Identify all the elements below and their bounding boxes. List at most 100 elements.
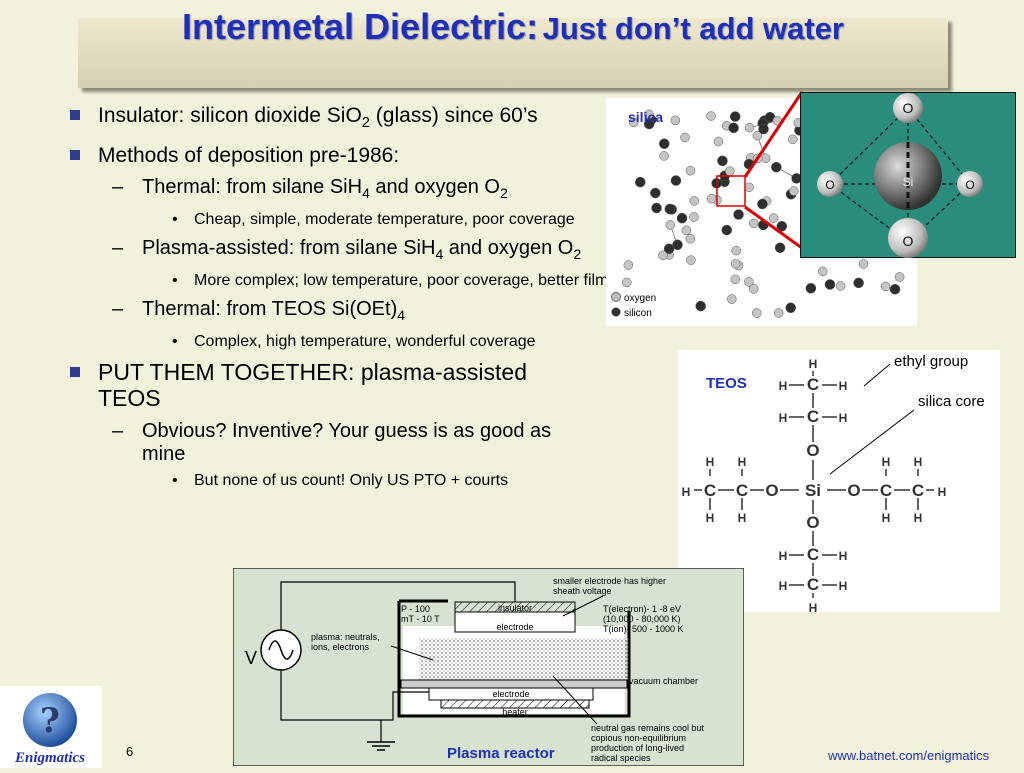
silicon-legend-label: silicon xyxy=(624,308,652,319)
oxygen-atom xyxy=(835,281,846,291)
oxygen-atom xyxy=(685,233,696,244)
oxygen-atom xyxy=(706,193,717,204)
oxygen-atom xyxy=(713,136,724,147)
slide-title: Intermetal Dielectric: Just don’t add wa… xyxy=(78,9,948,52)
oxygen-atom xyxy=(748,218,759,229)
top-electrode xyxy=(454,611,576,633)
atom-h: H xyxy=(738,455,747,469)
silicon-atom xyxy=(733,209,744,220)
oxygen-legend-dot xyxy=(611,292,621,302)
atom-c: C xyxy=(880,481,892,500)
heater xyxy=(440,699,590,709)
silicon-atom xyxy=(651,202,662,214)
atom-c: C xyxy=(807,545,819,564)
bottom-electrode-label: electrode xyxy=(492,689,529,699)
silicon-atom xyxy=(771,161,782,173)
silica-label: silica xyxy=(628,109,663,125)
o-bottom-label: O xyxy=(903,233,914,249)
oxygen-atom-top xyxy=(893,93,923,123)
svg-text:?: ? xyxy=(40,701,60,741)
ethyl-group-label: ethyl group xyxy=(894,353,968,370)
silicon-atom xyxy=(650,187,661,199)
title-main: Intermetal Dielectric: xyxy=(181,6,539,47)
silicon-atom xyxy=(776,221,788,232)
atom-h: H xyxy=(706,511,715,525)
temperature-note: T(electron)- 1 -8 eV(10,000 - 80,000 K)T… xyxy=(603,604,684,634)
bullet-5: –Plasma-assisted: from silane SiH4 and o… xyxy=(112,237,582,263)
oxygen-atom xyxy=(665,220,675,230)
oxygen-atom xyxy=(880,281,891,292)
atom-c: C xyxy=(807,375,819,394)
atom-o: O xyxy=(806,513,819,532)
atom-c: C xyxy=(807,407,819,426)
atom-c: C xyxy=(807,575,819,594)
atom-h: H xyxy=(738,511,747,525)
footer-url[interactable]: www.batnet.com/enigmatics xyxy=(828,748,990,763)
heater-label: heater xyxy=(502,707,528,717)
plasma-label: plasma: neutrals,ions, electrons xyxy=(311,632,380,652)
oxygen-atom xyxy=(686,255,696,265)
atom-h: H xyxy=(682,485,691,499)
oxygen-atom xyxy=(730,259,741,269)
oxygen-atom xyxy=(659,151,669,161)
atom-h: H xyxy=(706,455,715,469)
oxygen-atom xyxy=(773,308,784,318)
atom-h: H xyxy=(779,579,788,593)
oxygen-atom xyxy=(681,225,692,235)
oxygen-atom xyxy=(706,111,716,121)
si-label: Si xyxy=(903,175,914,189)
silicon-atom xyxy=(805,283,817,294)
atom-h: H xyxy=(882,455,891,469)
oxygen-atom xyxy=(731,245,741,256)
plasma-region xyxy=(419,638,629,680)
teos-label: TEOS xyxy=(706,375,747,392)
o-right-label: O xyxy=(965,178,974,192)
silicon-atom xyxy=(824,279,836,290)
oxygen-atom xyxy=(752,130,763,141)
o-top-label: O xyxy=(903,100,914,116)
insulator-label: insulator xyxy=(498,603,532,613)
silicon-atom xyxy=(695,300,706,312)
silicon-atom xyxy=(785,302,796,314)
page-number: 6 xyxy=(126,744,134,759)
silicon-atom xyxy=(728,122,739,134)
oxygen-atom xyxy=(768,213,779,223)
tetrahedron-figure: O O O Si O xyxy=(800,92,1016,258)
atom-h: H xyxy=(882,511,891,525)
oxygen-atom xyxy=(628,117,639,128)
source-label: V xyxy=(245,648,257,668)
oxygen-atom xyxy=(744,277,754,287)
oxygen-atom xyxy=(894,272,905,282)
silicon-atom xyxy=(670,175,682,186)
atom-h: H xyxy=(914,511,923,525)
oxygen-atom xyxy=(727,294,737,304)
atom-h: H xyxy=(779,549,788,563)
oxygen-atom xyxy=(744,122,755,133)
enigmatics-logo: ? Enigmatics xyxy=(0,686,102,768)
silicon-atom xyxy=(757,198,768,210)
atom-h: H xyxy=(839,379,848,393)
atom-o: O xyxy=(847,481,860,500)
bullet-11: •But none of us count! Only US PTO + cou… xyxy=(172,472,509,490)
silicon-atom xyxy=(889,283,901,295)
atom-h: H xyxy=(938,485,947,499)
atom-h: H xyxy=(839,579,848,593)
silicon-atom xyxy=(635,176,646,188)
logo-globe-icon xyxy=(23,693,77,747)
silicon-atom xyxy=(774,242,786,253)
o-left-label: O xyxy=(825,178,834,192)
bullet-7: –Thermal: from TEOS Si(OEt)4 xyxy=(112,298,406,324)
oxygen-atom xyxy=(751,308,762,318)
vacuum-chamber-label: vacuum chamber xyxy=(629,676,698,686)
oxygen-atom xyxy=(730,274,741,285)
oxygen-atom-right xyxy=(957,171,983,197)
oxygen-atom xyxy=(623,260,634,270)
oxygen-atom xyxy=(818,266,828,277)
silicon-atom xyxy=(721,224,732,236)
oxygen-atom xyxy=(680,132,690,143)
